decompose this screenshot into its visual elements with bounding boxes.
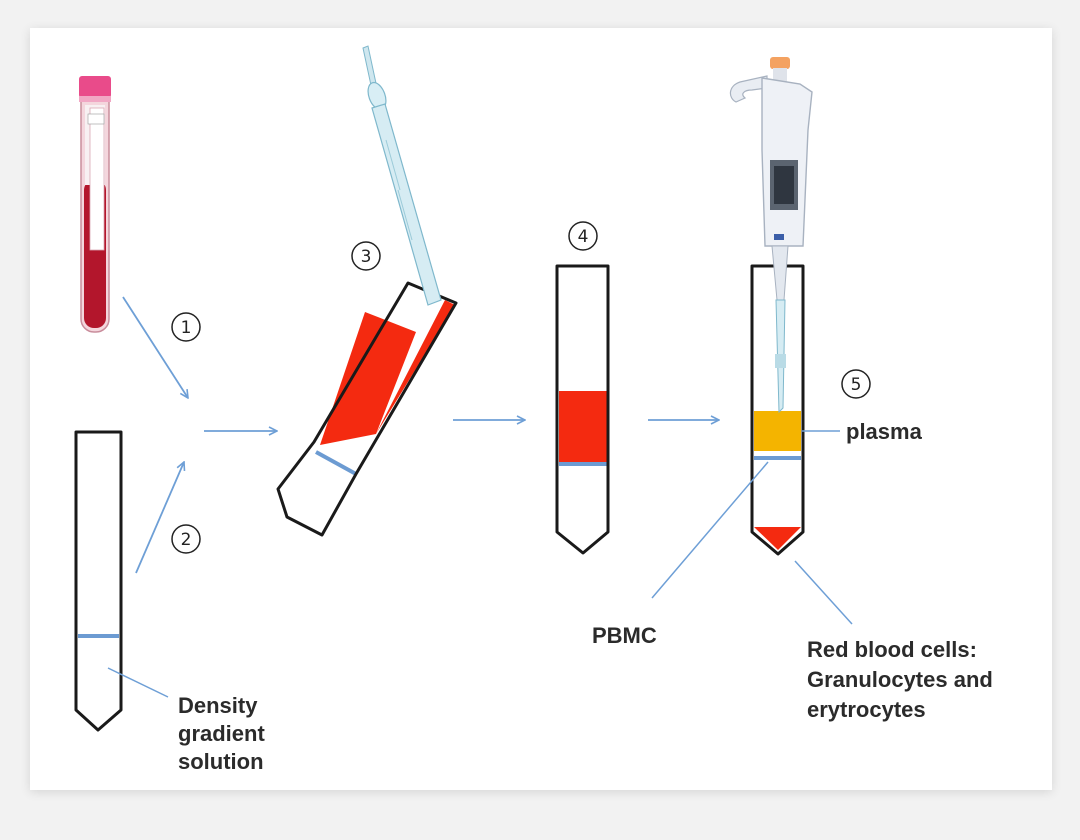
- label-rbc-line1: Red blood cells:: [807, 637, 977, 662]
- label-rbc-line3: erytrocytes: [807, 697, 926, 722]
- label-density-line2: gradient: [178, 721, 265, 746]
- separated-tube: [750, 264, 805, 556]
- step-number-1: 1: [181, 318, 192, 338]
- step-marker-3: 3: [351, 241, 381, 271]
- step-marker-5: 5: [841, 369, 871, 399]
- arrow-step-1: [122, 296, 188, 398]
- label-rbc-line2: Granulocytes and: [807, 667, 993, 692]
- label-plasma: plasma: [846, 419, 923, 444]
- blood-collection-tube: [79, 76, 111, 333]
- micropipette: [729, 57, 813, 414]
- step-number-2: 2: [181, 530, 192, 550]
- step-number-4: 4: [578, 227, 589, 247]
- label-density-line1: Density: [178, 693, 258, 718]
- step-marker-2: 2: [171, 524, 201, 554]
- layered-tube: [555, 264, 610, 555]
- step-number-3: 3: [361, 247, 372, 267]
- tilted-tube-layering: [276, 281, 458, 537]
- leader-rbc: [794, 560, 853, 625]
- arrow-step-2: [135, 462, 184, 574]
- label-density-line3: solution: [178, 749, 264, 774]
- diagram-card: [30, 28, 1052, 790]
- step-marker-1: 1: [171, 312, 201, 342]
- label-pbmc: PBMC: [592, 623, 657, 648]
- density-gradient-tube: [74, 430, 123, 732]
- leader-pbmc: [651, 461, 769, 599]
- leader-density: [107, 667, 169, 698]
- serological-pipette: [362, 45, 442, 306]
- step-marker-4: 4: [568, 221, 598, 251]
- step-number-5: 5: [851, 375, 862, 395]
